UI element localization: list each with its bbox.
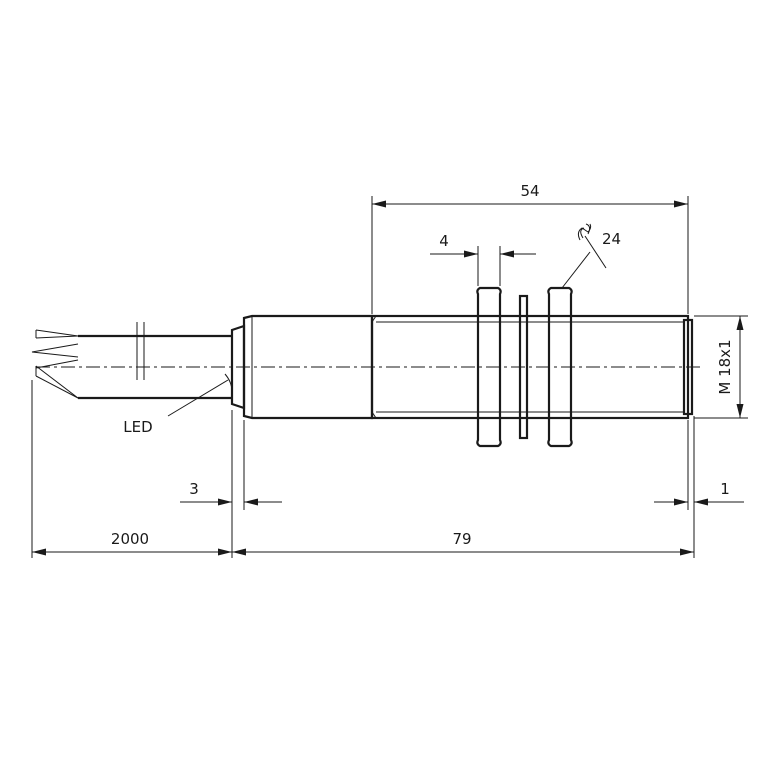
rear-nut xyxy=(476,286,502,448)
dim-thread-length xyxy=(371,196,689,314)
led-leader xyxy=(167,379,229,417)
dim-led-offset xyxy=(180,410,282,558)
led-label: LED xyxy=(123,418,152,436)
dim-cable-length-label: 2000 xyxy=(111,530,149,548)
dim-body-length-label: 79 xyxy=(452,530,471,548)
dim-front-offset-label: 1 xyxy=(720,480,730,498)
dim-thread-spec-label: M 18x1 xyxy=(716,339,734,394)
dim-front-offset xyxy=(654,416,744,558)
cable xyxy=(31,322,232,400)
dim-cable-length xyxy=(31,380,232,558)
wrench-icon xyxy=(577,223,607,269)
dim-body-length xyxy=(232,548,694,556)
front-nut xyxy=(547,286,573,448)
washer xyxy=(518,294,529,440)
threaded-barrel xyxy=(370,314,694,420)
wrench-leader xyxy=(561,251,591,289)
dim-thread-length-label: 54 xyxy=(520,182,539,200)
dim-led-offset-label: 3 xyxy=(189,480,199,498)
dim-nut-thickness-label: 4 xyxy=(439,232,449,250)
dim-nut-thickness xyxy=(430,246,536,286)
wrench-size-label: 24 xyxy=(602,230,621,248)
dim-thread-spec xyxy=(694,315,748,419)
